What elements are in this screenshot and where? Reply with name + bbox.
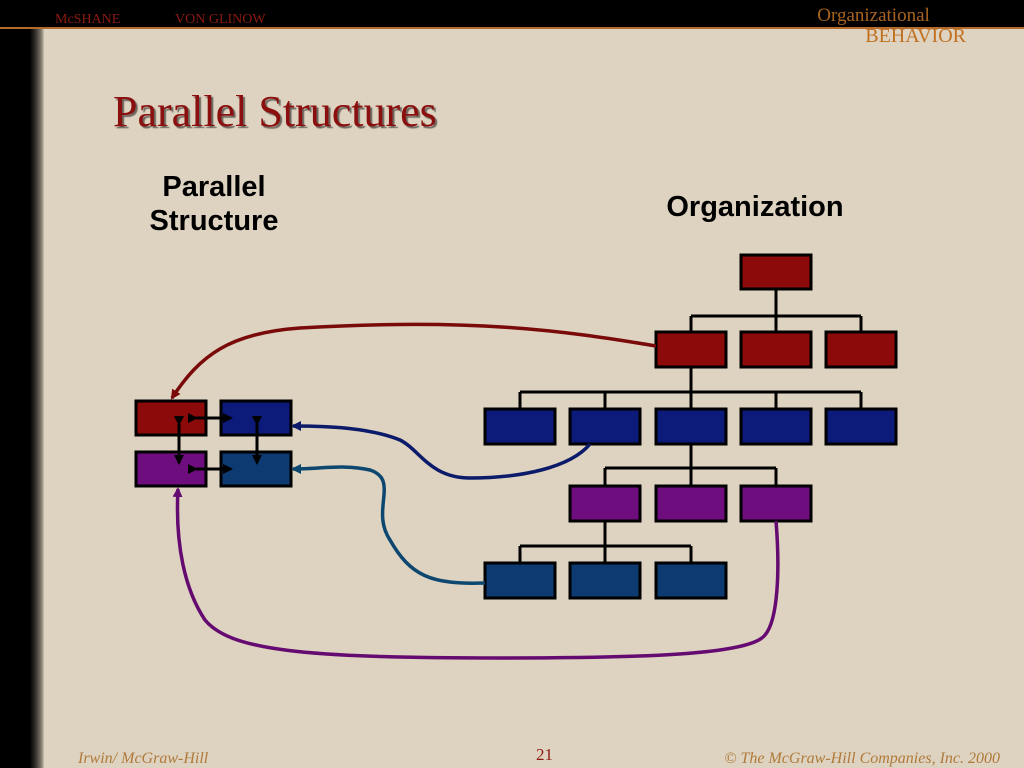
parallel-label-line-1: Parallel: [162, 171, 266, 203]
parallel-structure-boxes: [134, 399, 293, 488]
parallel-structure-label: Parallel Structure: [134, 170, 294, 238]
org-level3-box: [568, 407, 642, 446]
org-level4-box: [739, 484, 813, 523]
curved-connectors: [170, 322, 780, 660]
header-author-left: McSHANE: [55, 12, 121, 27]
org-level2-box: [654, 330, 728, 369]
connector-red: [170, 322, 657, 400]
footer-publisher: Irwin/ McGraw-Hill: [78, 750, 209, 767]
header-rule: [0, 27, 1024, 29]
parallel-label-line-2: Structure: [149, 205, 279, 237]
header-bar: [0, 0, 1024, 28]
organization-label: Organization: [666, 191, 844, 223]
org-chart-lines: [518, 289, 863, 563]
brand-logo: Organizational BEHAVIOR: [817, 5, 966, 47]
connector-navy: [291, 421, 592, 480]
org-level4-box: [654, 484, 728, 523]
org-top-box: [739, 253, 813, 291]
org-level2-box: [824, 330, 898, 369]
org-level5-box: [483, 561, 557, 600]
org-level2-box: [739, 330, 813, 369]
page-number: 21: [536, 745, 553, 764]
parallel-red-box: [134, 399, 208, 437]
parallel-purple-box: [134, 450, 208, 488]
org-level5-box: [568, 561, 642, 600]
parallel-internal-arrows: [174, 413, 262, 474]
header-author-right: VON GLINOW: [175, 12, 266, 27]
org-level5-box: [654, 561, 728, 600]
org-level3-box: [824, 407, 898, 446]
footer-copyright: © The McGraw-Hill Companies, Inc. 2000: [724, 750, 1000, 767]
org-level4-box: [568, 484, 642, 523]
slide-title: Parallel Structures: [113, 87, 437, 136]
org-level3-box: [739, 407, 813, 446]
left-edge-bar: [0, 29, 44, 768]
connector-blue: [291, 463, 486, 585]
connector-purple: [172, 487, 780, 660]
org-chart-boxes: [483, 253, 898, 600]
org-level3-box: [483, 407, 557, 446]
org-level3-box: [654, 407, 728, 446]
brand-line-1: Organizational: [817, 5, 930, 26]
brand-line-2: BEHAVIOR: [865, 25, 966, 47]
